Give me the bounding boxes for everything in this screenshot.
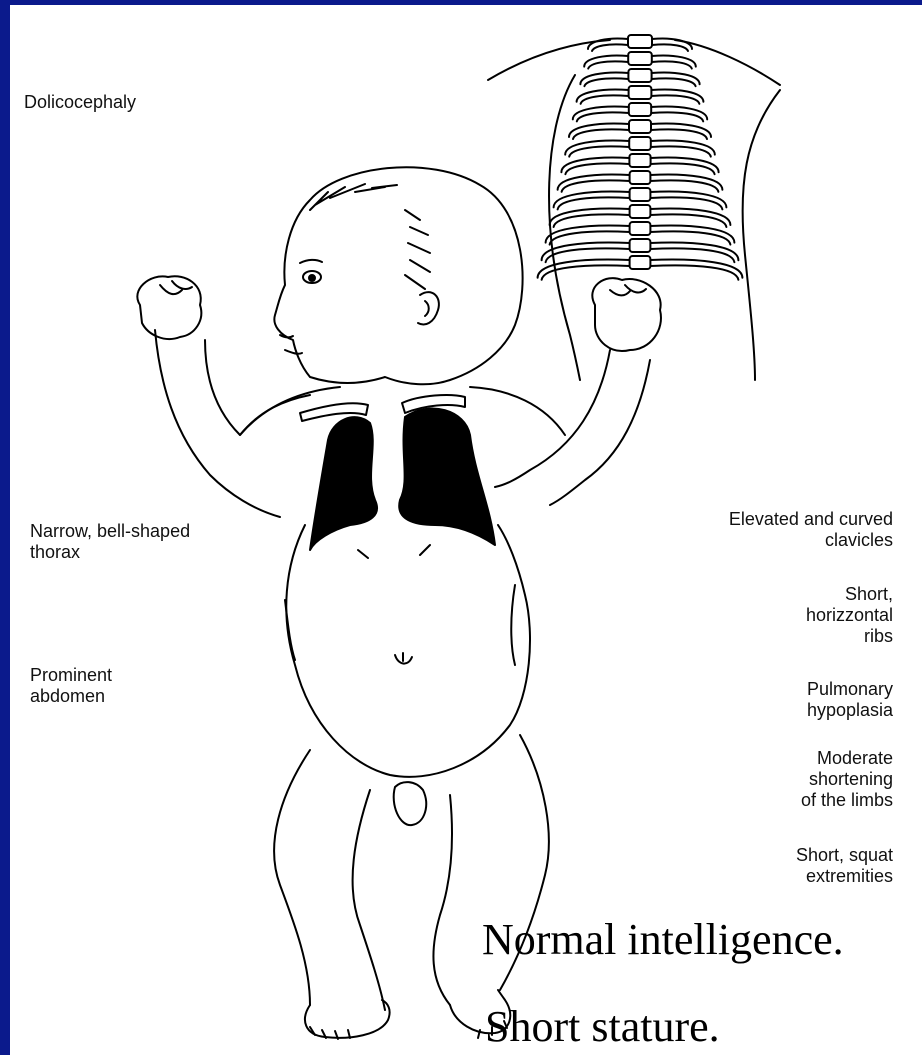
rib-left bbox=[577, 89, 629, 103]
abdomen-outline bbox=[286, 525, 530, 777]
rib-right bbox=[651, 141, 715, 157]
label-limb-shortening: Moderate shortening of the limbs bbox=[801, 748, 893, 811]
rib-left bbox=[569, 124, 629, 139]
vertebra bbox=[630, 171, 651, 184]
rib-right bbox=[652, 55, 696, 68]
vertebra bbox=[630, 239, 651, 252]
rib-right bbox=[650, 175, 722, 192]
rib-left bbox=[580, 72, 628, 86]
figure-panel: Dolicocephaly Narrow, bell-shaped thorax… bbox=[10, 5, 922, 1055]
rib-right bbox=[651, 124, 711, 139]
inset-spine bbox=[628, 35, 652, 269]
rib-left bbox=[561, 158, 629, 175]
rib-left bbox=[584, 55, 628, 68]
shoulders bbox=[240, 387, 565, 435]
rib-right bbox=[651, 107, 707, 122]
rib-right bbox=[650, 192, 726, 210]
rib-left bbox=[554, 192, 630, 210]
eyebrow bbox=[300, 260, 322, 263]
vertebra bbox=[628, 69, 651, 82]
label-dolicocephaly: Dolicocephaly bbox=[24, 92, 136, 113]
rib-right bbox=[650, 209, 730, 227]
vertebra bbox=[628, 52, 652, 65]
infant-torso bbox=[240, 387, 565, 825]
vertebra bbox=[630, 256, 651, 269]
note-normal-intelligence: Normal intelligence. bbox=[482, 916, 844, 964]
vertebra bbox=[629, 120, 651, 133]
label-short-ribs: Short, horizzontal ribs bbox=[806, 584, 893, 647]
infant-head bbox=[274, 167, 522, 384]
note-short-stature: Short stature. bbox=[485, 1003, 720, 1051]
vertebra bbox=[630, 188, 651, 201]
infant-legs bbox=[274, 735, 549, 1039]
vertebra bbox=[629, 86, 652, 99]
rib-left bbox=[558, 175, 630, 192]
genitals bbox=[394, 782, 426, 825]
vertebra bbox=[629, 103, 651, 116]
left-arm bbox=[137, 276, 310, 517]
rib-left bbox=[565, 141, 629, 157]
rib-right bbox=[651, 158, 719, 175]
rib-right bbox=[650, 260, 742, 280]
rib-right bbox=[651, 89, 703, 103]
vertebra bbox=[630, 205, 651, 218]
vertebra bbox=[628, 35, 652, 48]
lung-right bbox=[399, 409, 495, 545]
label-prominent-abdomen: Prominent abdomen bbox=[30, 665, 112, 707]
inset-torso-right bbox=[743, 90, 780, 380]
rib-left bbox=[538, 260, 630, 280]
right-fist bbox=[592, 278, 661, 351]
rib-right bbox=[652, 72, 700, 86]
rib-left bbox=[550, 209, 630, 227]
vertebra bbox=[629, 154, 650, 167]
navel bbox=[395, 653, 412, 664]
left-foot bbox=[305, 1000, 390, 1038]
lung-left bbox=[310, 417, 377, 550]
rib-left bbox=[573, 107, 629, 122]
left-fist bbox=[137, 276, 201, 339]
rib-right bbox=[652, 38, 692, 51]
spine-ribcage-inset bbox=[488, 35, 780, 380]
label-squat-extremities: Short, squat extremities bbox=[796, 845, 893, 887]
label-pulmonary-hypoplasia: Pulmonary hypoplasia bbox=[807, 679, 893, 721]
label-narrow-thorax: Narrow, bell-shaped thorax bbox=[30, 521, 190, 563]
vertebra bbox=[629, 137, 651, 150]
vertebra bbox=[630, 222, 651, 235]
label-elevated-clavicles: Elevated and curved clavicles bbox=[729, 509, 893, 551]
mouth bbox=[285, 350, 302, 354]
